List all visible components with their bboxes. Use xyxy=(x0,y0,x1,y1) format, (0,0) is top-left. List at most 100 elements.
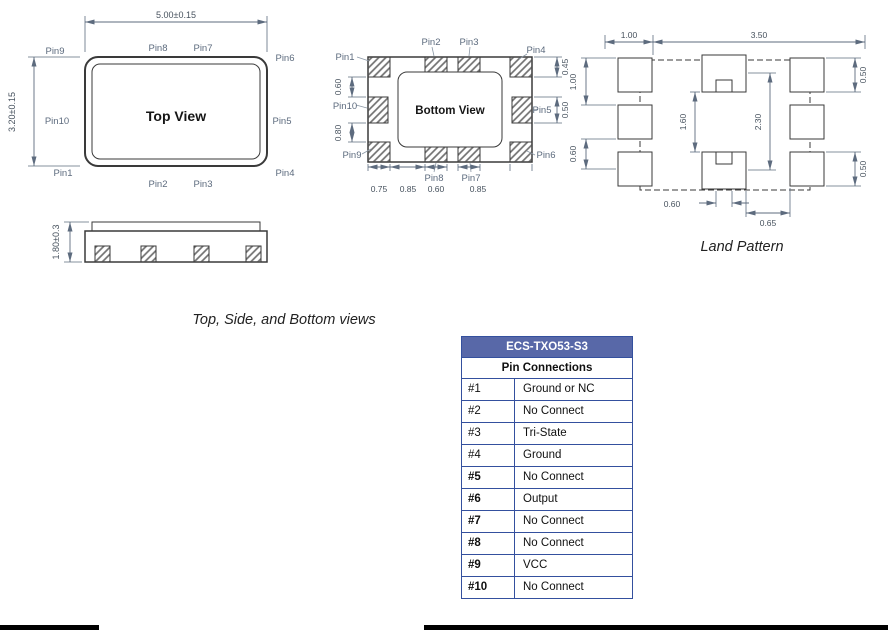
pad-pin8 xyxy=(424,146,448,163)
pin-number-cell: #8 xyxy=(462,533,515,554)
views-caption: Top, Side, and Bottom views xyxy=(192,312,376,328)
land-dim-bottom-b: 0.65 xyxy=(760,218,777,228)
pin-number-cell: #6 xyxy=(462,489,515,510)
top-view-pin8-label: Pin8 xyxy=(148,43,167,54)
table-title: ECS-TXO53-S3 xyxy=(462,337,632,358)
pin-connections-table: ECS-TXO53-S3 Pin Connections #1 Ground o… xyxy=(461,336,633,599)
pin-connection-cell: Tri-State xyxy=(523,427,567,439)
land-pad-top-right xyxy=(789,57,825,93)
bottom-view-pin4-label: Pin4 xyxy=(526,45,545,56)
table-row: #3 Tri-State xyxy=(462,423,632,445)
bottom-view-pin10-label: Pin10 xyxy=(333,101,357,112)
land-pad-mid-left xyxy=(617,104,653,140)
pin-connection-cell: Ground or NC xyxy=(523,383,595,395)
land-pad-mid-right xyxy=(789,104,825,140)
pin-number-cell: #1 xyxy=(462,379,515,400)
pin-connection-cell: No Connect xyxy=(523,471,584,483)
pin-number-cell: #7 xyxy=(462,511,515,532)
side-view-lid xyxy=(91,221,261,232)
bottom-view-pin-labels: Pin1 Pin2 Pin3 Pin4 Pin10 Pin5 Pin9 Pin8… xyxy=(333,37,556,184)
pad-pin2 xyxy=(424,56,448,73)
table-row: #1 Ground or NC xyxy=(462,379,632,401)
land-dim-top-a: 1.00 xyxy=(621,30,638,40)
top-view-pin2-label: Pin2 xyxy=(148,179,167,190)
land-dim-top-b: 3.50 xyxy=(751,30,768,40)
pin-connection-cell: No Connect xyxy=(523,581,584,593)
pin-number-cell: #4 xyxy=(462,445,515,466)
bottom-view-dim-bottom-d: 0.85 xyxy=(470,184,487,194)
top-and-side-view-drawing: 5.00±0.15 3.20±0.15 Top View Pin9 Pin8 P… xyxy=(7,10,295,263)
bottom-view-pin7-label: Pin7 xyxy=(461,173,480,184)
pin-connection-cell: Output xyxy=(523,493,558,505)
land-pattern-drawing: 1.00 3.50 0.50 1.00 0.60 1.60 2.30 0.50 … xyxy=(568,30,868,228)
bottom-view-inner-outline xyxy=(397,71,503,148)
footer-rule-left xyxy=(0,625,99,630)
table-row: #8 No Connect xyxy=(462,533,632,555)
side-view-pad xyxy=(140,245,157,263)
bottom-view-dimension-lines xyxy=(348,56,562,171)
land-pattern-pads xyxy=(617,54,825,190)
land-pad-bottom-right xyxy=(789,151,825,187)
land-dim-left-upper: 1.00 xyxy=(568,73,578,90)
bottom-view-pads xyxy=(367,56,533,163)
top-view-pin1-label: Pin1 xyxy=(53,168,72,179)
land-dim-left-lower: 0.60 xyxy=(568,145,578,162)
side-view-pad xyxy=(245,245,262,263)
land-dim-inner-a: 1.60 xyxy=(678,113,688,130)
pin-connection-cell: VCC xyxy=(523,559,548,571)
pad-pin6 xyxy=(509,141,533,163)
bottom-view-dim-left-lower: 0.80 xyxy=(333,124,343,141)
land-dim-top-right: 0.50 xyxy=(858,66,868,83)
pad-pin5 xyxy=(511,96,533,124)
pin-connection-cell: No Connect xyxy=(523,405,584,417)
bottom-view-pin1-label: Pin1 xyxy=(335,52,354,63)
table-row: #6 Output xyxy=(462,489,632,511)
side-view-pad xyxy=(193,245,210,263)
bottom-view-pin5-label: Pin5 xyxy=(532,105,551,116)
top-view-pin4-label: Pin4 xyxy=(275,168,294,179)
pin-number-cell: #2 xyxy=(462,401,515,422)
top-view-pin5-label: Pin5 xyxy=(272,116,291,127)
bottom-view-dim-right-upper: 0.45 xyxy=(560,58,570,75)
side-view-height-dimension: 1.80±0.3 xyxy=(51,225,61,260)
land-pattern-caption: Land Pattern xyxy=(700,239,784,255)
land-dim-right-lower: 0.50 xyxy=(858,160,868,177)
pad-pin9 xyxy=(367,141,391,163)
bottom-view-pin2-label: Pin2 xyxy=(421,37,440,48)
top-view-pin-labels: Pin9 Pin8 Pin7 Pin6 Pin10 Pin5 Pin1 Pin2… xyxy=(45,43,295,190)
side-view-body xyxy=(84,230,268,263)
top-view-pin3-label: Pin3 xyxy=(193,179,212,190)
bottom-view-pin3-label: Pin3 xyxy=(459,37,478,48)
bottom-view-pin9-label: Pin9 xyxy=(342,150,361,161)
land-pad-top-left xyxy=(617,57,653,93)
land-pad-top-notch xyxy=(715,79,733,93)
pad-pin1 xyxy=(367,56,391,78)
land-dim-bottom-a: 0.60 xyxy=(664,199,681,209)
bottom-view-title: Bottom View xyxy=(415,105,484,117)
pad-pin7 xyxy=(457,146,481,163)
pad-pin10 xyxy=(367,96,389,124)
table-row: #7 No Connect xyxy=(462,511,632,533)
bottom-view-dim-bottom-c: 0.60 xyxy=(428,184,445,194)
pin-number-cell: #10 xyxy=(462,577,515,598)
bottom-view-dim-bottom-a: 0.75 xyxy=(371,184,388,194)
top-view-pin7-label: Pin7 xyxy=(193,43,212,54)
pad-pin3 xyxy=(457,56,481,73)
bottom-view-drawing: Bottom View Pin1 Pin2 Pin3 Pin4 Pin10 Pi… xyxy=(333,37,570,194)
pin-connection-cell: Ground xyxy=(523,449,562,461)
top-view-height-dimension: 3.20±0.15 xyxy=(7,92,17,132)
land-dim-inner-b: 2.30 xyxy=(753,113,763,130)
pin-connection-cell: No Connect xyxy=(523,537,584,549)
table-header: Pin Connections xyxy=(462,358,632,379)
top-view-width-dimension: 5.00±0.15 xyxy=(156,10,196,20)
land-pad-bottom-notch xyxy=(715,151,733,165)
land-pattern-dimension-lines xyxy=(581,35,866,217)
footer-rule-right xyxy=(424,625,888,630)
top-view-dimension-lines xyxy=(28,16,268,167)
side-view xyxy=(64,221,268,263)
pin-number-cell: #3 xyxy=(462,423,515,444)
top-view-pin6-label: Pin6 xyxy=(275,53,294,64)
land-pad-bottom-left xyxy=(617,151,653,187)
pin-connection-cell: No Connect xyxy=(523,515,584,527)
